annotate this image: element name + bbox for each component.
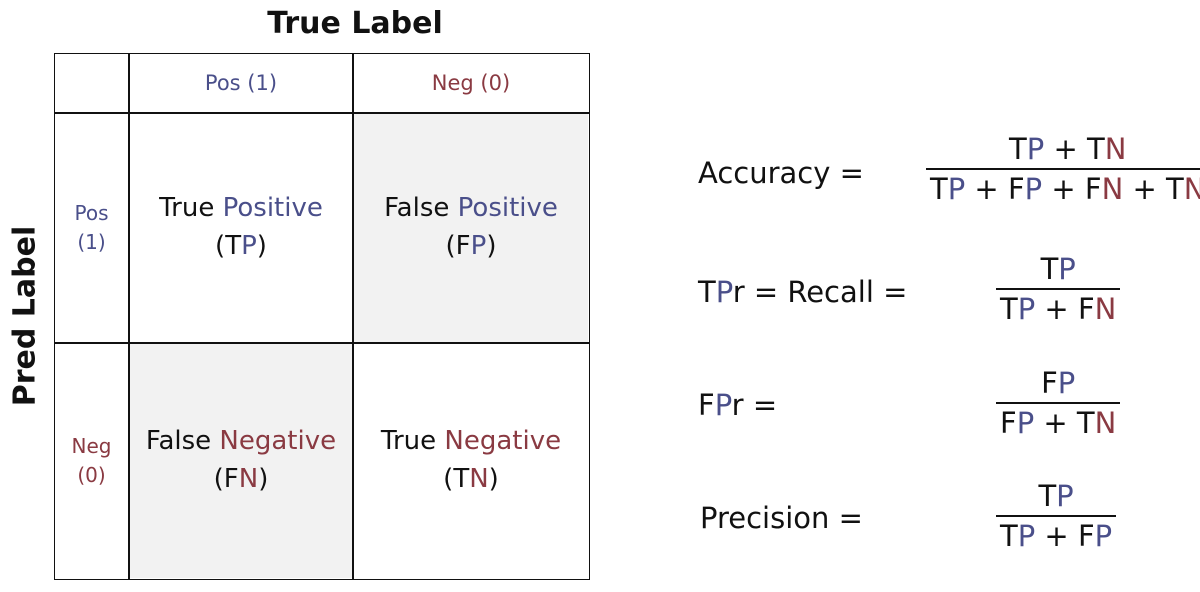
fn-shading (128, 342, 352, 578)
fpr-numerator: FP (1041, 366, 1076, 400)
recall-label-rest: r = Recall = (732, 275, 908, 309)
recall-fraction: TP TP + FN (996, 252, 1121, 326)
confusion-matrix: Pos (1) Neg (0) Pos (1) Neg (0) True Pos… (54, 53, 590, 580)
row-header-neg-word: Neg (71, 434, 112, 458)
fpr-label-rest: r = (731, 388, 778, 422)
fp-shading (352, 113, 588, 342)
accuracy-denominator: TP + FP + FN + TN (930, 172, 1200, 206)
row-header-pos-word: Pos (74, 201, 109, 225)
true-label-heading: True Label (267, 6, 443, 41)
recall-label: TPr = Recall = (698, 275, 907, 309)
divider-h2 (55, 342, 589, 344)
fp-abbr-b: P (470, 231, 487, 261)
tp-word-1: True (159, 193, 215, 224)
divider-v2 (352, 54, 354, 579)
recall-label-b: P (715, 275, 733, 309)
row-header-pos: Pos (1) (55, 114, 128, 342)
fpr-label-a: F (698, 388, 715, 422)
cell-true-negative: True Negative (TN) (380, 426, 562, 494)
fn-word-2: Negative (219, 426, 337, 457)
precision-numerator: TP (1038, 479, 1074, 513)
fn-abbr-b: N (238, 464, 259, 494)
precision-denominator: TP + FP (1000, 519, 1113, 553)
accuracy-fraction: TP + TN TP + FP + FN + TN (926, 132, 1200, 206)
precision-label: Precision = (700, 501, 863, 535)
row-header-neg: Neg (0) (55, 344, 128, 578)
tp-abbr-b: P (241, 231, 257, 261)
fpr-denominator: FP + TN (1000, 406, 1117, 440)
fn-word-1: False (145, 426, 212, 457)
accuracy-fraction-bar (926, 168, 1200, 170)
fpr-fraction: FP FP + TN (996, 366, 1121, 440)
tn-word-2: Negative (444, 426, 562, 457)
cell-false-positive: False Positive (FP) (384, 193, 558, 261)
divider-h1 (55, 112, 589, 114)
col-header-neg: Neg (0) (354, 54, 588, 112)
fp-word-1: False (384, 193, 450, 224)
precision-fraction: TP TP + FP (996, 479, 1117, 553)
cell-true-positive: True Positive (TP) (159, 193, 323, 261)
tn-abbr-a: T (453, 464, 470, 494)
col-header-pos-label: Pos (1) (204, 71, 278, 95)
tn-word-1: True (380, 426, 437, 457)
fp-abbr-a: F (455, 231, 471, 261)
row-header-neg-value: (0) (77, 463, 106, 487)
fpr-label: FPr = (698, 388, 777, 422)
pred-label-container: Pred Label (0, 52, 50, 580)
accuracy-numerator: TP + TN (1009, 132, 1127, 166)
col-header-pos: Pos (1) (130, 54, 352, 112)
col-header-neg-label: Neg (0) (431, 71, 511, 95)
tn-abbr-b: N (469, 464, 489, 494)
recall-numerator: TP (1040, 252, 1076, 286)
tp-word-2: Positive (222, 193, 323, 224)
recall-fraction-bar (996, 288, 1121, 290)
divider-v1 (128, 54, 130, 579)
precision-fraction-bar (996, 515, 1117, 517)
fp-word-2: Positive (457, 193, 558, 224)
cell-false-negative: False Negative (FN) (145, 426, 337, 494)
row-header-pos-value: (1) (77, 230, 106, 254)
recall-label-a: T (698, 275, 716, 309)
accuracy-label: Accuracy = (698, 156, 864, 190)
fn-abbr-a: F (223, 464, 239, 494)
recall-denominator: TP + FN (1000, 292, 1117, 326)
fpr-fraction-bar (996, 402, 1121, 404)
tp-abbr-a: T (225, 231, 242, 261)
pred-label-heading: Pred Label (7, 225, 43, 407)
fpr-label-b: P (714, 388, 732, 422)
